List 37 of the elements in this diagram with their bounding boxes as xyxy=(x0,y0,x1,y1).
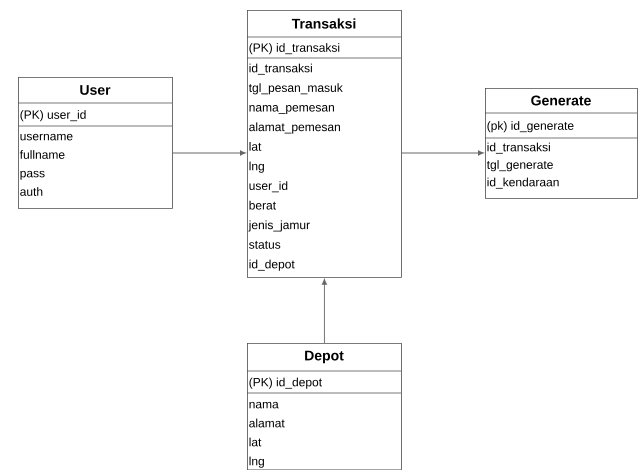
field-name: id_transaksi xyxy=(250,64,312,75)
primary-key-field: (PK) id_depot xyxy=(249,378,322,389)
primary-key-field: (PK) user_id xyxy=(20,110,86,122)
field-name: tgl_pesan_masuk xyxy=(248,83,343,94)
field-name: status xyxy=(249,240,280,249)
primary-key-field: (PK) id_transaksi xyxy=(249,43,340,54)
entity-table xyxy=(484,88,638,199)
arrow xyxy=(322,278,328,344)
field-name: id_transaksi xyxy=(488,142,550,154)
primary-key-field: (pk) id_generate xyxy=(487,121,574,132)
field-name: user_id xyxy=(250,181,288,192)
field-name: lng xyxy=(250,456,264,468)
field-name: jenis_jamur xyxy=(248,220,310,232)
field-name: fullname xyxy=(20,150,65,159)
arrow xyxy=(172,150,246,156)
field-name: lat xyxy=(250,438,262,446)
field-name: username xyxy=(20,134,73,140)
field-name: nama xyxy=(250,402,279,408)
field-name: alamat_pemesan xyxy=(249,122,340,134)
entity-table xyxy=(246,10,402,278)
field-name: berat xyxy=(249,200,276,210)
field-name: lat xyxy=(250,142,262,151)
table-title: Depot xyxy=(305,350,344,364)
field-name: id_depot xyxy=(250,260,295,271)
field-name: pass xyxy=(20,170,45,180)
entity-table xyxy=(246,343,402,470)
field-name: auth xyxy=(20,187,42,196)
field-name: nama_pemesan xyxy=(250,105,334,114)
table-title: Transaksi xyxy=(292,18,356,29)
field-name: lng xyxy=(250,162,264,173)
field-name: id_kendaraan xyxy=(488,178,559,189)
field-name: alamat xyxy=(249,418,285,428)
table-title: Generate xyxy=(531,96,591,106)
arrow xyxy=(401,150,484,156)
entity-table xyxy=(18,77,173,209)
field-name: tgl_generate xyxy=(486,160,553,172)
table-title: User xyxy=(80,85,110,95)
